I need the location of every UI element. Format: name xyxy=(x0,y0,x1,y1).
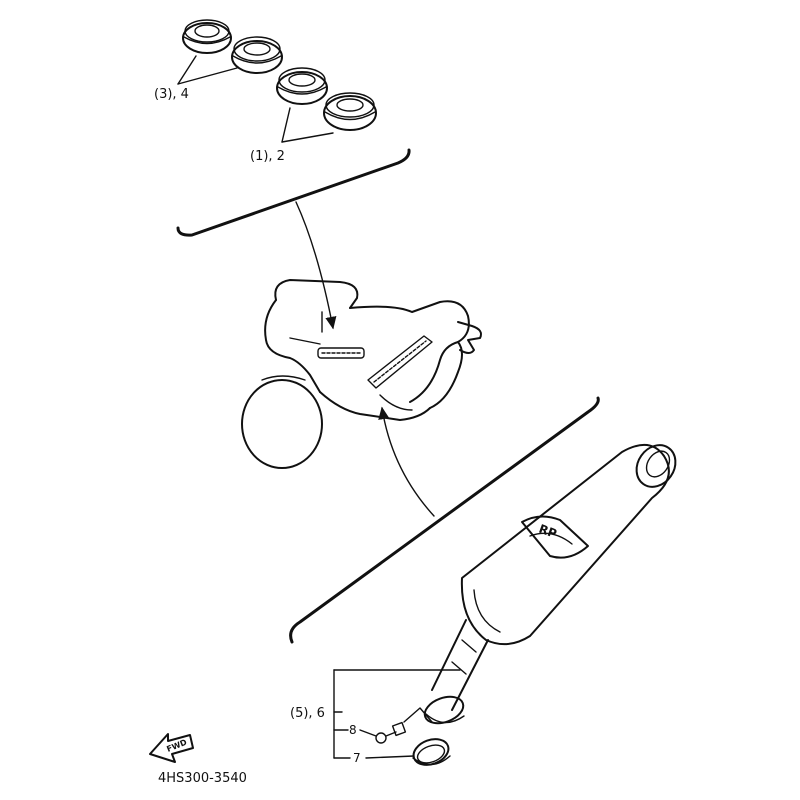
callout-right-pair: (1), 2 xyxy=(250,149,285,164)
bolt-part-8 xyxy=(375,721,407,744)
leader-line xyxy=(281,107,291,143)
muffler-label: RP xyxy=(537,522,559,541)
emblem-part-1 xyxy=(276,67,328,105)
leader-line xyxy=(281,132,334,143)
emblem-location-arrow xyxy=(295,201,337,330)
diagram-code: 4HS300-3540 xyxy=(158,771,247,786)
callout-gasket: 7 xyxy=(353,751,361,765)
leader-line xyxy=(177,55,197,85)
leader-line xyxy=(177,67,238,85)
emblem-part-2 xyxy=(323,92,377,131)
muffler-assembly: RP xyxy=(375,444,677,766)
emblem-group: (3), 4 (1), 2 xyxy=(154,19,377,164)
fairing-emblem-icon xyxy=(317,347,365,359)
gasket-part-7 xyxy=(412,738,451,766)
tank-emblem-icon xyxy=(367,335,433,389)
forward-arrow-icon: FWD xyxy=(149,733,194,763)
callout-muffler-group: (5), 6 xyxy=(290,706,325,721)
group-bracket-bottom xyxy=(289,396,600,644)
motorcycle-outline xyxy=(241,279,482,469)
pipe-clamp xyxy=(423,695,465,725)
callout-bolt: 8 xyxy=(349,723,357,737)
muffler-callout-bracket xyxy=(333,669,461,759)
muffler-location-arrow xyxy=(378,406,435,517)
emblem-part-4 xyxy=(231,36,283,74)
callout-left-pair: (3), 4 xyxy=(154,87,189,102)
emblem-part-3-top xyxy=(182,19,232,54)
group-bracket-top xyxy=(176,148,411,237)
